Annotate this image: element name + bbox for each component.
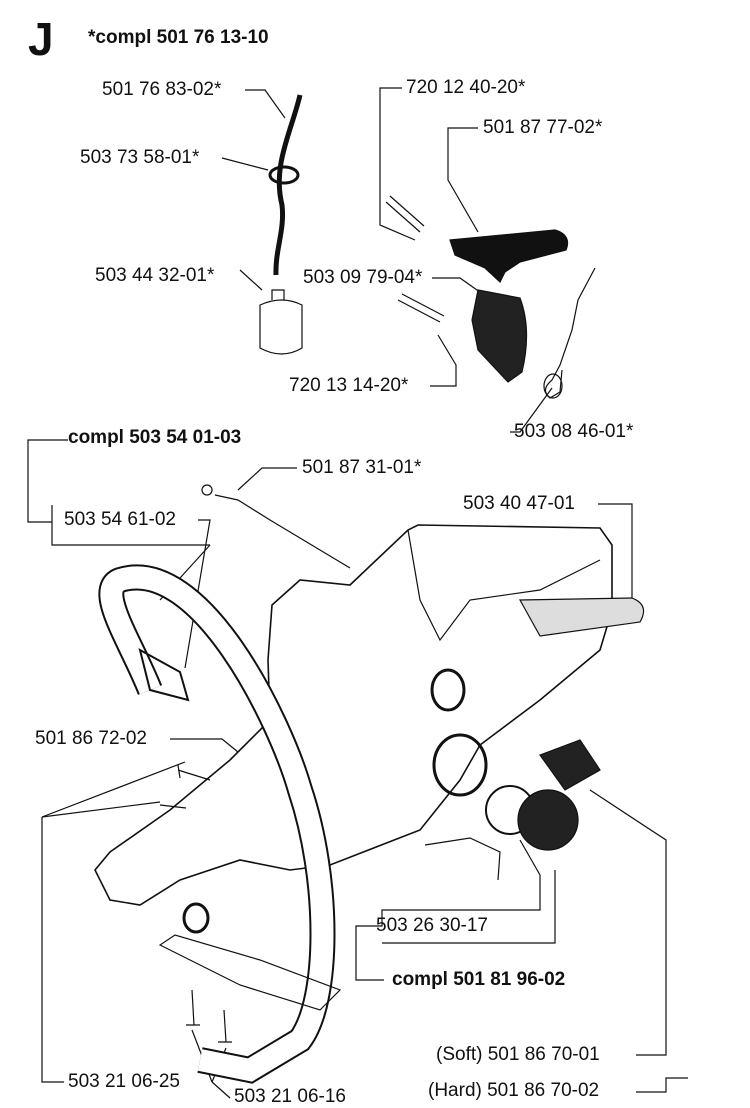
label-cap-assembly: compl 501 81 96-02: [392, 969, 566, 990]
pin-upper: [385, 195, 425, 233]
screw-bottom-b: [218, 1009, 232, 1043]
bracket-tank-assembly: [27, 439, 68, 523]
top-assembly-label: *compl 501 76 13-10: [88, 27, 269, 48]
spring-loop: [543, 373, 563, 399]
label-filter: 503 44 32-01*: [95, 265, 215, 286]
throttle-lockout: [471, 289, 528, 383]
bracket-front-handle: [51, 505, 210, 546]
leader-bushing-2: [636, 1077, 688, 1093]
tank-rear-handle: [407, 529, 601, 642]
label-vent: 501 87 31-01*: [302, 457, 422, 478]
leader-spring: [510, 387, 553, 433]
tank-body: [94, 524, 613, 906]
label-throttle-trigger: 501 87 77-02*: [483, 117, 603, 138]
handle-bracket: [158, 934, 342, 1011]
pin-lower: [397, 293, 445, 323]
oil-port: [432, 733, 488, 797]
leader-cap-seal: [370, 839, 541, 927]
screw-bottom-a: [186, 989, 200, 1026]
label-cap-seal: 503 26 30-17: [376, 915, 488, 936]
label-hose-top: 501 76 83-02*: [102, 79, 222, 100]
label-rear-handle: 503 40 47-01: [463, 493, 575, 514]
leader-cap-seal-2: [382, 870, 556, 944]
oil-cap: [517, 789, 579, 851]
leader-pin-lower: [430, 334, 457, 387]
label-screw-a: 503 21 06-25: [68, 1071, 180, 1092]
vent-needle: [214, 494, 351, 569]
section-letter: J: [28, 13, 54, 65]
leader-screw-1: [41, 761, 186, 818]
screw-1: [177, 764, 211, 781]
leader-screw-b-2: [211, 1081, 231, 1099]
label-bushing-soft: (Soft) 501 86 70-01: [436, 1044, 600, 1065]
leader-pin-upper: [379, 87, 416, 241]
leader-lockout: [432, 277, 485, 296]
cap-strap: [424, 837, 501, 881]
hose-grommet: [268, 165, 300, 185]
label-tank-assembly: compl 503 54 01-03: [68, 427, 242, 448]
leader-vent: [237, 467, 297, 491]
label-grommet: 503 73 58-01*: [80, 147, 200, 168]
leader-bracket: [170, 738, 239, 753]
handle-mount-hole: [182, 902, 210, 934]
front-handle-tube-inner: [100, 566, 334, 1082]
fuel-filter: [259, 289, 303, 355]
label-pin-upper: 720 12 40-20*: [406, 77, 526, 98]
label-lockout: 503 09 79-04*: [303, 267, 423, 288]
leader-cap-assembly: [355, 925, 384, 981]
handle-grip-sleeve: [138, 648, 190, 702]
fuel-hose: [273, 94, 303, 276]
screw-2: [159, 804, 187, 809]
leader-screws-left: [41, 817, 64, 1083]
leader-filter: [239, 269, 263, 291]
leader-screw-2: [41, 801, 161, 818]
leader-grommet: [221, 157, 269, 171]
label-bushing-hard: (Hard) 501 86 70-02: [428, 1080, 600, 1101]
rubber-bushing: [539, 739, 601, 791]
throttle-trigger: [449, 229, 569, 283]
label-bracket: 501 86 72-02: [35, 728, 147, 749]
label-spring: 503 08 46-01*: [514, 421, 634, 442]
leader-trigger: [447, 127, 479, 233]
leader-bushing: [589, 789, 667, 1056]
label-front-handle: 503 54 61-02: [64, 509, 176, 530]
vent-ball: [201, 484, 213, 496]
leader-rear-handle: [598, 503, 633, 611]
label-screw-b: 503 21 06-16: [234, 1086, 346, 1107]
spring-part: [544, 267, 596, 399]
label-pin-lower: 720 13 14-20*: [289, 375, 409, 396]
rear-trigger: [518, 597, 645, 637]
leader-hose-top: [245, 89, 286, 119]
fuel-port: [430, 668, 466, 712]
